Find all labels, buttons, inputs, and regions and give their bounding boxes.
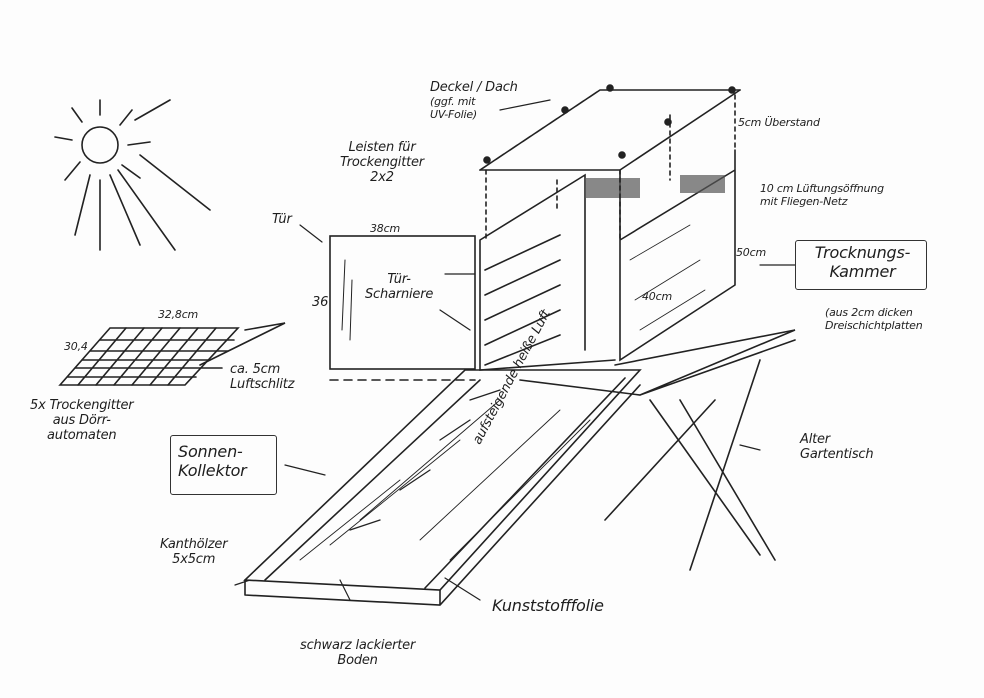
lid-label-line: (ggf. mit xyxy=(430,95,476,108)
lid-label-line: Deckel / Dach xyxy=(430,80,518,95)
vent-label-line: mit Fliegen-Netz xyxy=(760,195,848,208)
chamber-height-label: 50cm xyxy=(736,246,766,259)
slats-label-line: 2x2 xyxy=(370,170,394,185)
chamber-material-label: (aus 2cm dicken Dreischichtplatten xyxy=(825,306,923,332)
drying-grids-label-line: aus Dörr- xyxy=(52,413,111,428)
timber-label: Kanthölzer 5x5cm xyxy=(160,537,228,567)
collector-box xyxy=(170,435,277,495)
material-label-line: (aus 2cm dicken xyxy=(825,306,913,319)
grid-depth-label: 30,4 xyxy=(64,340,88,353)
table-label-line: Gartentisch xyxy=(800,447,874,462)
drying-chamber xyxy=(479,84,741,371)
collector-label: Sonnen- Kollektor xyxy=(178,442,247,480)
slats-label-line: Leisten für xyxy=(348,140,416,155)
solar-collector xyxy=(243,369,642,606)
air-slot-label: ca. 5cm Luftschlitz xyxy=(230,362,294,392)
annotation-arrows xyxy=(234,99,796,601)
garden-table xyxy=(519,329,796,571)
chamber-depth-label: 40cm xyxy=(642,290,672,303)
floor-label-line: schwarz lackierter xyxy=(300,638,416,653)
lid-label-line: UV-Folie) xyxy=(430,108,478,121)
floor-label: schwarz lackierter Boden xyxy=(300,638,415,668)
air-slot-label-line: Luftschlitz xyxy=(230,377,295,392)
door-label: Tür xyxy=(272,212,292,227)
drying-grids-label: 5x Trockengitter aus Dörr- automaten xyxy=(30,398,134,443)
lid-label: Deckel / Dach (ggf. mit UV-Folie) xyxy=(430,80,518,121)
collector-label-line: Kollektor xyxy=(178,461,247,480)
table-label-line: Alter xyxy=(800,432,830,447)
drying-grids-label-line: automaten xyxy=(47,428,117,443)
collector-label-line: Sonnen- xyxy=(178,442,243,461)
foil-label: Kunststofffolie xyxy=(492,596,604,615)
door-height-label: 36 xyxy=(312,295,329,310)
timber-label-line: Kanthölzer xyxy=(160,537,228,552)
drying-grid xyxy=(58,322,286,386)
floor-label-line: Boden xyxy=(337,653,378,668)
chamber-label-line: Kammer xyxy=(829,262,896,281)
chamber-label-line: Trocknungs- xyxy=(814,243,911,262)
drying-grids-label-line: 5x Trockengitter xyxy=(30,398,134,413)
hinges-label-line: Tür- xyxy=(387,272,411,287)
timber-label-line: 5x5cm xyxy=(172,552,216,567)
hinges-label-line: Scharniere xyxy=(365,287,434,302)
sun-icon xyxy=(54,99,211,251)
chamber-label: Trocknungs- Kammer xyxy=(805,243,920,281)
grid-width-label: 32,8cm xyxy=(158,308,199,321)
door-width-label: 38cm xyxy=(370,222,400,235)
hinges-label: Tür- Scharniere xyxy=(365,272,433,302)
vent-label-line: 10 cm Lüftungsöffnung xyxy=(760,182,884,195)
air-slot-label-line: ca. 5cm xyxy=(230,362,281,377)
vent-label: 10 cm Lüftungsöffnung mit Fliegen-Netz xyxy=(760,182,884,208)
table-label: Alter Gartentisch xyxy=(800,432,874,462)
overhang-label: 5cm Überstand xyxy=(738,116,820,129)
chamber-box xyxy=(795,240,927,290)
door xyxy=(329,235,476,381)
slats-label: Leisten für Trockengitter 2x2 xyxy=(340,140,424,185)
material-label-line: Dreischichtplatten xyxy=(825,319,923,332)
slats-label-line: Trockengitter xyxy=(340,155,424,170)
